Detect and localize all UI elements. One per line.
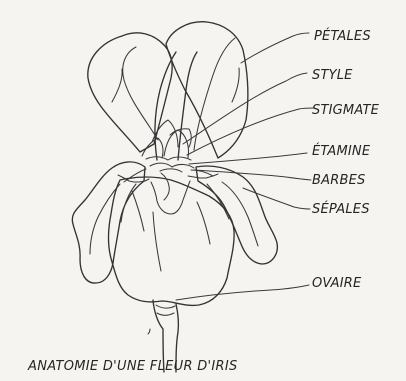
left-sepals (72, 162, 145, 283)
center-sepal (109, 173, 235, 305)
right-sepals (196, 166, 277, 264)
leader-etamine (189, 153, 307, 164)
standards-petals (88, 22, 248, 158)
label-barbes: BARBES (312, 173, 365, 188)
style-and-stigma (142, 52, 197, 160)
leader-petales (241, 33, 309, 63)
label-petales: PÉTALES (314, 28, 371, 44)
figure-caption: ANATOMIE D'UNE FLEUR D'IRIS (27, 359, 238, 374)
label-etamine: ÉTAMINE (312, 143, 371, 159)
label-sepales: SÉPALES (312, 201, 370, 217)
leader-sepales (243, 188, 310, 209)
labels: PÉTALES STYLE STIGMATE ÉTAMINE BARBES SÉ… (312, 28, 380, 291)
label-ovaire: OVAIRE (312, 276, 362, 291)
label-style: STYLE (312, 68, 353, 83)
leader-style (183, 73, 307, 144)
leader-ovaire (176, 285, 309, 300)
label-stigmate: STIGMATE (312, 103, 380, 118)
